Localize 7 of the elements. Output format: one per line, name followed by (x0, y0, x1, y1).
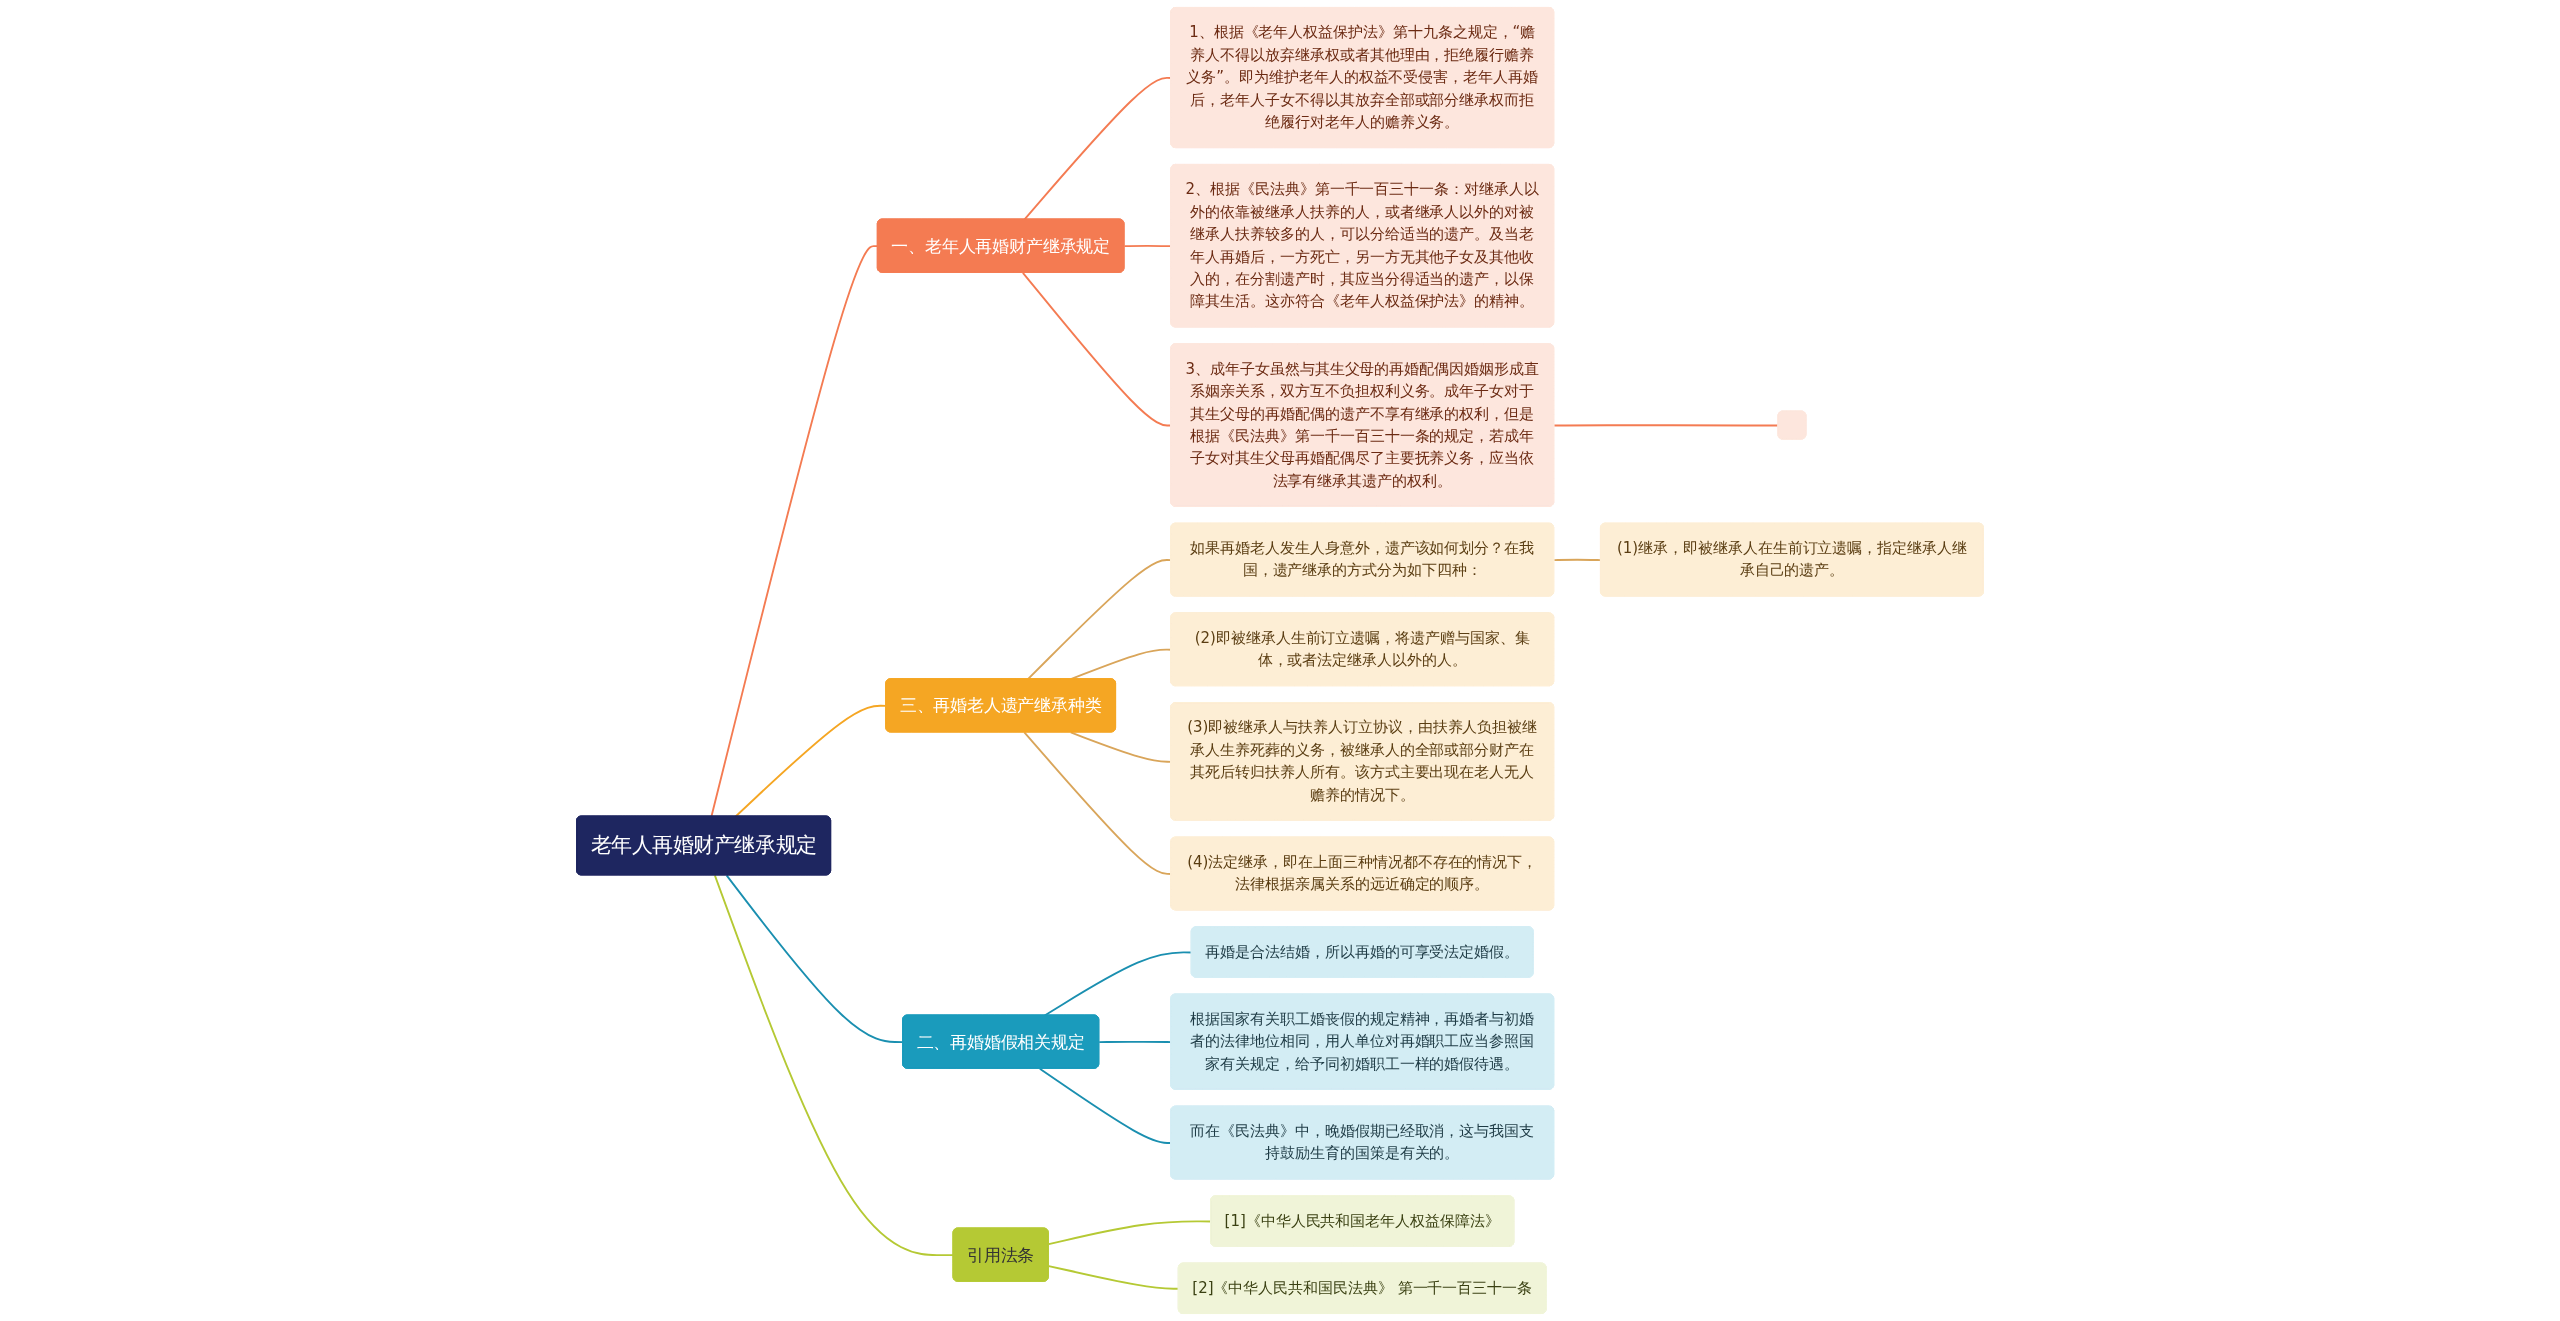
connector (1043, 951, 1193, 1017)
connector (713, 874, 955, 1257)
connector (725, 874, 904, 1044)
connector (1047, 1220, 1212, 1246)
connector (1553, 558, 1602, 561)
connector (1047, 1265, 1180, 1290)
connector (710, 245, 879, 818)
